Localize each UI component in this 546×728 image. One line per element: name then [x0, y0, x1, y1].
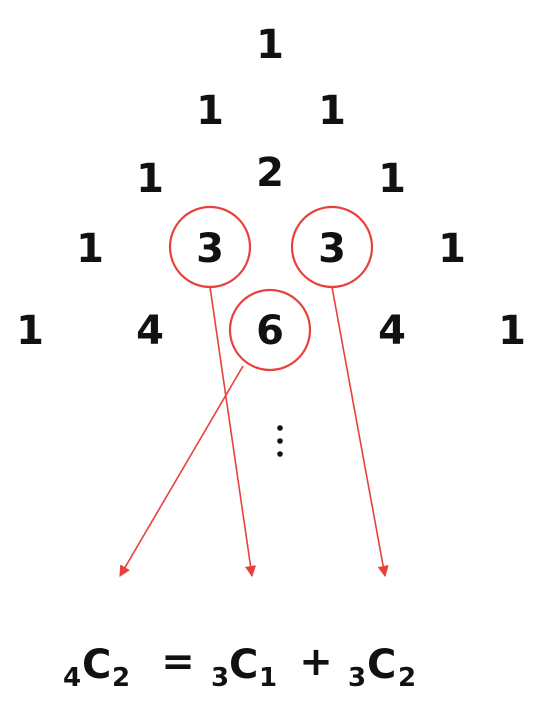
formula-lhs-main: C	[82, 642, 111, 688]
triangle-entry-r3-c0: 1	[76, 226, 104, 272]
formula-equals-sign: =	[161, 639, 195, 685]
triangle-entry-r1-c1: 1	[318, 88, 346, 134]
ellipsis-dot-middle	[277, 438, 283, 444]
triangle-entry-r2-c2: 1	[378, 156, 406, 202]
triangle-entry-r4-c0: 1	[16, 308, 44, 354]
triangle-entry-r1-c0: 1	[196, 88, 224, 134]
formula-lhs-pre-subscript: 4	[63, 663, 81, 693]
triangle-entry-r4-c2: 6	[256, 308, 284, 354]
formula-term2-main: C	[367, 642, 396, 688]
continuation-ellipsis	[277, 425, 283, 457]
triangle-entry-r3-c1: 3	[196, 226, 224, 272]
formula-term2-pre-subscript: 3	[348, 663, 366, 693]
ellipsis-dot-top	[277, 425, 283, 431]
ellipsis-dot-bottom	[277, 451, 283, 457]
triangle-entry-r4-c1: 4	[136, 308, 164, 354]
highlight-circle-r4-c2	[228, 288, 312, 372]
arrow-from-3-right-to-term2	[331, 286, 389, 578]
triangle-entry-r2-c0: 1	[136, 156, 164, 202]
combination-formula: 4 C 2 = 3 C 1 + 3 C 2	[63, 639, 416, 693]
formula-lhs-post-subscript: 2	[112, 663, 130, 693]
triangle-entry-r2-c1: 2	[256, 150, 284, 196]
formula-term1: 3 C 1	[211, 642, 277, 693]
formula-term2-post-subscript: 2	[398, 663, 416, 693]
triangle-entry-r4-c4: 1	[498, 308, 526, 354]
arrow-from-3-left-to-term1	[209, 286, 257, 578]
triangle-entry-r4-c3: 4	[378, 308, 406, 354]
triangle-entry-r3-c2: 3	[318, 226, 346, 272]
formula-term2: 3 C 2	[348, 642, 416, 693]
triangle-entry-r3-c3: 1	[438, 226, 466, 272]
triangle-entry-r0-c0: 1	[256, 22, 284, 68]
formula-plus-sign: +	[299, 639, 333, 685]
formula-term1-main: C	[229, 642, 258, 688]
formula-lhs: 4 C 2	[63, 642, 130, 693]
formula-term1-pre-subscript: 3	[211, 663, 229, 693]
arrow-from-6-to-lhs	[119, 365, 244, 577]
formula-term1-post-subscript: 1	[259, 663, 277, 693]
